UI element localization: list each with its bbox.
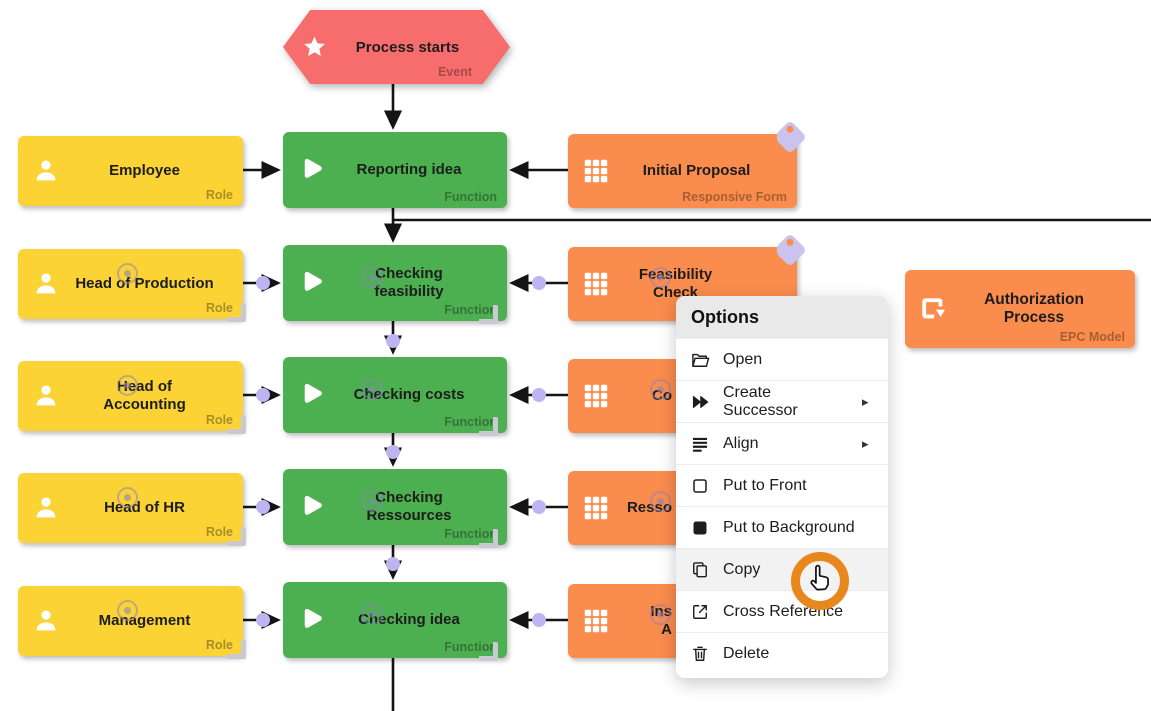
external-link-icon: [690, 602, 710, 622]
connection-handle-icon[interactable]: [116, 486, 138, 508]
event-node-process-starts[interactable]: Process starts Event: [283, 10, 510, 84]
connection-handle-icon[interactable]: [649, 603, 671, 625]
resize-handle-icon[interactable]: [227, 303, 246, 322]
model-icon: [905, 294, 961, 324]
menu-item-cross-reference[interactable]: Cross Reference: [676, 590, 888, 632]
node-type-label: Event: [437, 65, 472, 79]
resize-handle-icon[interactable]: [479, 529, 498, 548]
node-label: Head of Production: [75, 275, 214, 292]
node-type-label: Role: [205, 525, 233, 539]
connection-handle-icon[interactable]: [361, 490, 383, 512]
hand-cursor-icon: [805, 561, 837, 598]
menu-item-copy[interactable]: Copy: [676, 548, 888, 590]
person-icon: [18, 269, 74, 299]
click-highlight-ring: [791, 552, 849, 610]
play-icon: [283, 605, 339, 635]
play-icon: [283, 155, 339, 185]
grid-icon: [568, 381, 624, 411]
model-node-authorization-process[interactable]: Authorization Process EPC Model: [905, 270, 1135, 348]
connection-handle-icon[interactable]: [649, 266, 671, 288]
node-label: Head of HR: [104, 499, 185, 516]
grid-icon: [568, 156, 624, 186]
person-icon: [18, 381, 74, 411]
node-type-label: Function: [444, 527, 497, 541]
function-node-checking-costs[interactable]: Checking costs Function: [283, 357, 507, 433]
person-icon: [18, 493, 74, 523]
connection-handle-icon[interactable]: [116, 262, 138, 284]
grid-icon: [568, 493, 624, 523]
resize-handle-icon[interactable]: [479, 642, 498, 661]
submenu-arrow-icon: ▸: [862, 393, 869, 409]
submenu-arrow-icon: ▸: [862, 435, 869, 451]
resize-handle-icon[interactable]: [227, 527, 246, 546]
node-type-label: Role: [205, 301, 233, 315]
play-icon: [283, 492, 339, 522]
node-label: Process starts: [355, 38, 460, 56]
menu-item-align[interactable]: Align ▸: [676, 422, 888, 464]
star-icon: [283, 34, 345, 61]
node-type-label: Function: [444, 303, 497, 317]
context-menu: Options Open Create Successor ▸ Align ▸ …: [676, 296, 888, 678]
resize-handle-icon[interactable]: [479, 417, 498, 436]
function-node-checking-feasibility[interactable]: Checking feasibility Function: [283, 245, 507, 321]
resize-handle-icon[interactable]: [479, 305, 498, 324]
menu-item-put-to-front[interactable]: Put to Front: [676, 464, 888, 506]
connection-handle-icon[interactable]: [116, 599, 138, 621]
role-node-head-of-hr[interactable]: Head of HR Role: [18, 473, 243, 543]
connection-handle-icon[interactable]: [649, 378, 671, 400]
person-icon: [18, 606, 74, 636]
copy-icon: [690, 560, 710, 580]
node-label: Management: [98, 612, 191, 629]
play-icon: [283, 380, 339, 410]
menu-item-create-successor[interactable]: Create Successor ▸: [676, 380, 888, 422]
person-icon: [18, 156, 74, 186]
play-icon: [283, 268, 339, 298]
node-label: Checking Ressources: [366, 489, 452, 524]
trash-icon: [690, 644, 710, 664]
connection-handle-icon[interactable]: [361, 378, 383, 400]
role-node-employee[interactable]: Employee Role: [18, 136, 243, 206]
connection-handle-icon[interactable]: [361, 266, 383, 288]
resize-handle-icon[interactable]: [227, 415, 246, 434]
align-icon: [690, 434, 710, 454]
resize-handle-icon[interactable]: [227, 640, 246, 659]
function-node-checking-ressources[interactable]: Checking Ressources Function: [283, 469, 507, 545]
node-type-label: EPC Model: [1059, 330, 1125, 344]
node-label: Authorization Process: [984, 291, 1084, 326]
node-type-label: Function: [444, 190, 497, 204]
node-type-label: Role: [205, 188, 233, 202]
open-folder-icon: [690, 350, 710, 370]
node-type-label: Function: [444, 415, 497, 429]
role-node-head-of-production[interactable]: Head of Production Role: [18, 249, 243, 319]
node-label: Head of Accounting: [103, 378, 186, 413]
connection-handle-icon[interactable]: [116, 374, 138, 396]
form-node-initial-proposal[interactable]: Initial Proposal Responsive Form: [568, 120, 807, 208]
node-label: Checking feasibility: [374, 265, 444, 300]
node-type-label: Role: [205, 638, 233, 652]
menu-item-put-to-background[interactable]: Put to Background: [676, 506, 888, 548]
menu-item-delete[interactable]: Delete: [676, 632, 888, 674]
connection-handle-icon[interactable]: [361, 603, 383, 625]
square-outline-icon: [690, 476, 710, 496]
role-node-head-of-accounting[interactable]: Head of Accounting Role: [18, 361, 243, 431]
function-node-reporting-idea[interactable]: Reporting idea Function: [283, 132, 507, 208]
node-label: Employee: [109, 162, 180, 179]
grid-icon: [568, 269, 624, 299]
node-type-label: Function: [444, 640, 497, 654]
node-label: Initial Proposal: [642, 162, 751, 179]
connection-handle-icon[interactable]: [649, 490, 671, 512]
context-menu-title: Options: [676, 296, 888, 338]
node-label: Reporting idea: [356, 161, 462, 178]
grid-icon: [568, 606, 624, 636]
square-filled-icon: [690, 518, 710, 538]
function-node-checking-idea[interactable]: Checking idea Function: [283, 582, 507, 658]
node-type-label: Role: [205, 413, 233, 427]
node-type-label: Responsive Form: [682, 190, 787, 204]
edge-handle-dots[interactable]: [256, 276, 546, 627]
node-label: Checking idea: [358, 611, 460, 628]
role-node-management[interactable]: Management Role: [18, 586, 243, 656]
fast-forward-icon: [690, 392, 710, 412]
menu-item-open[interactable]: Open: [676, 338, 888, 380]
